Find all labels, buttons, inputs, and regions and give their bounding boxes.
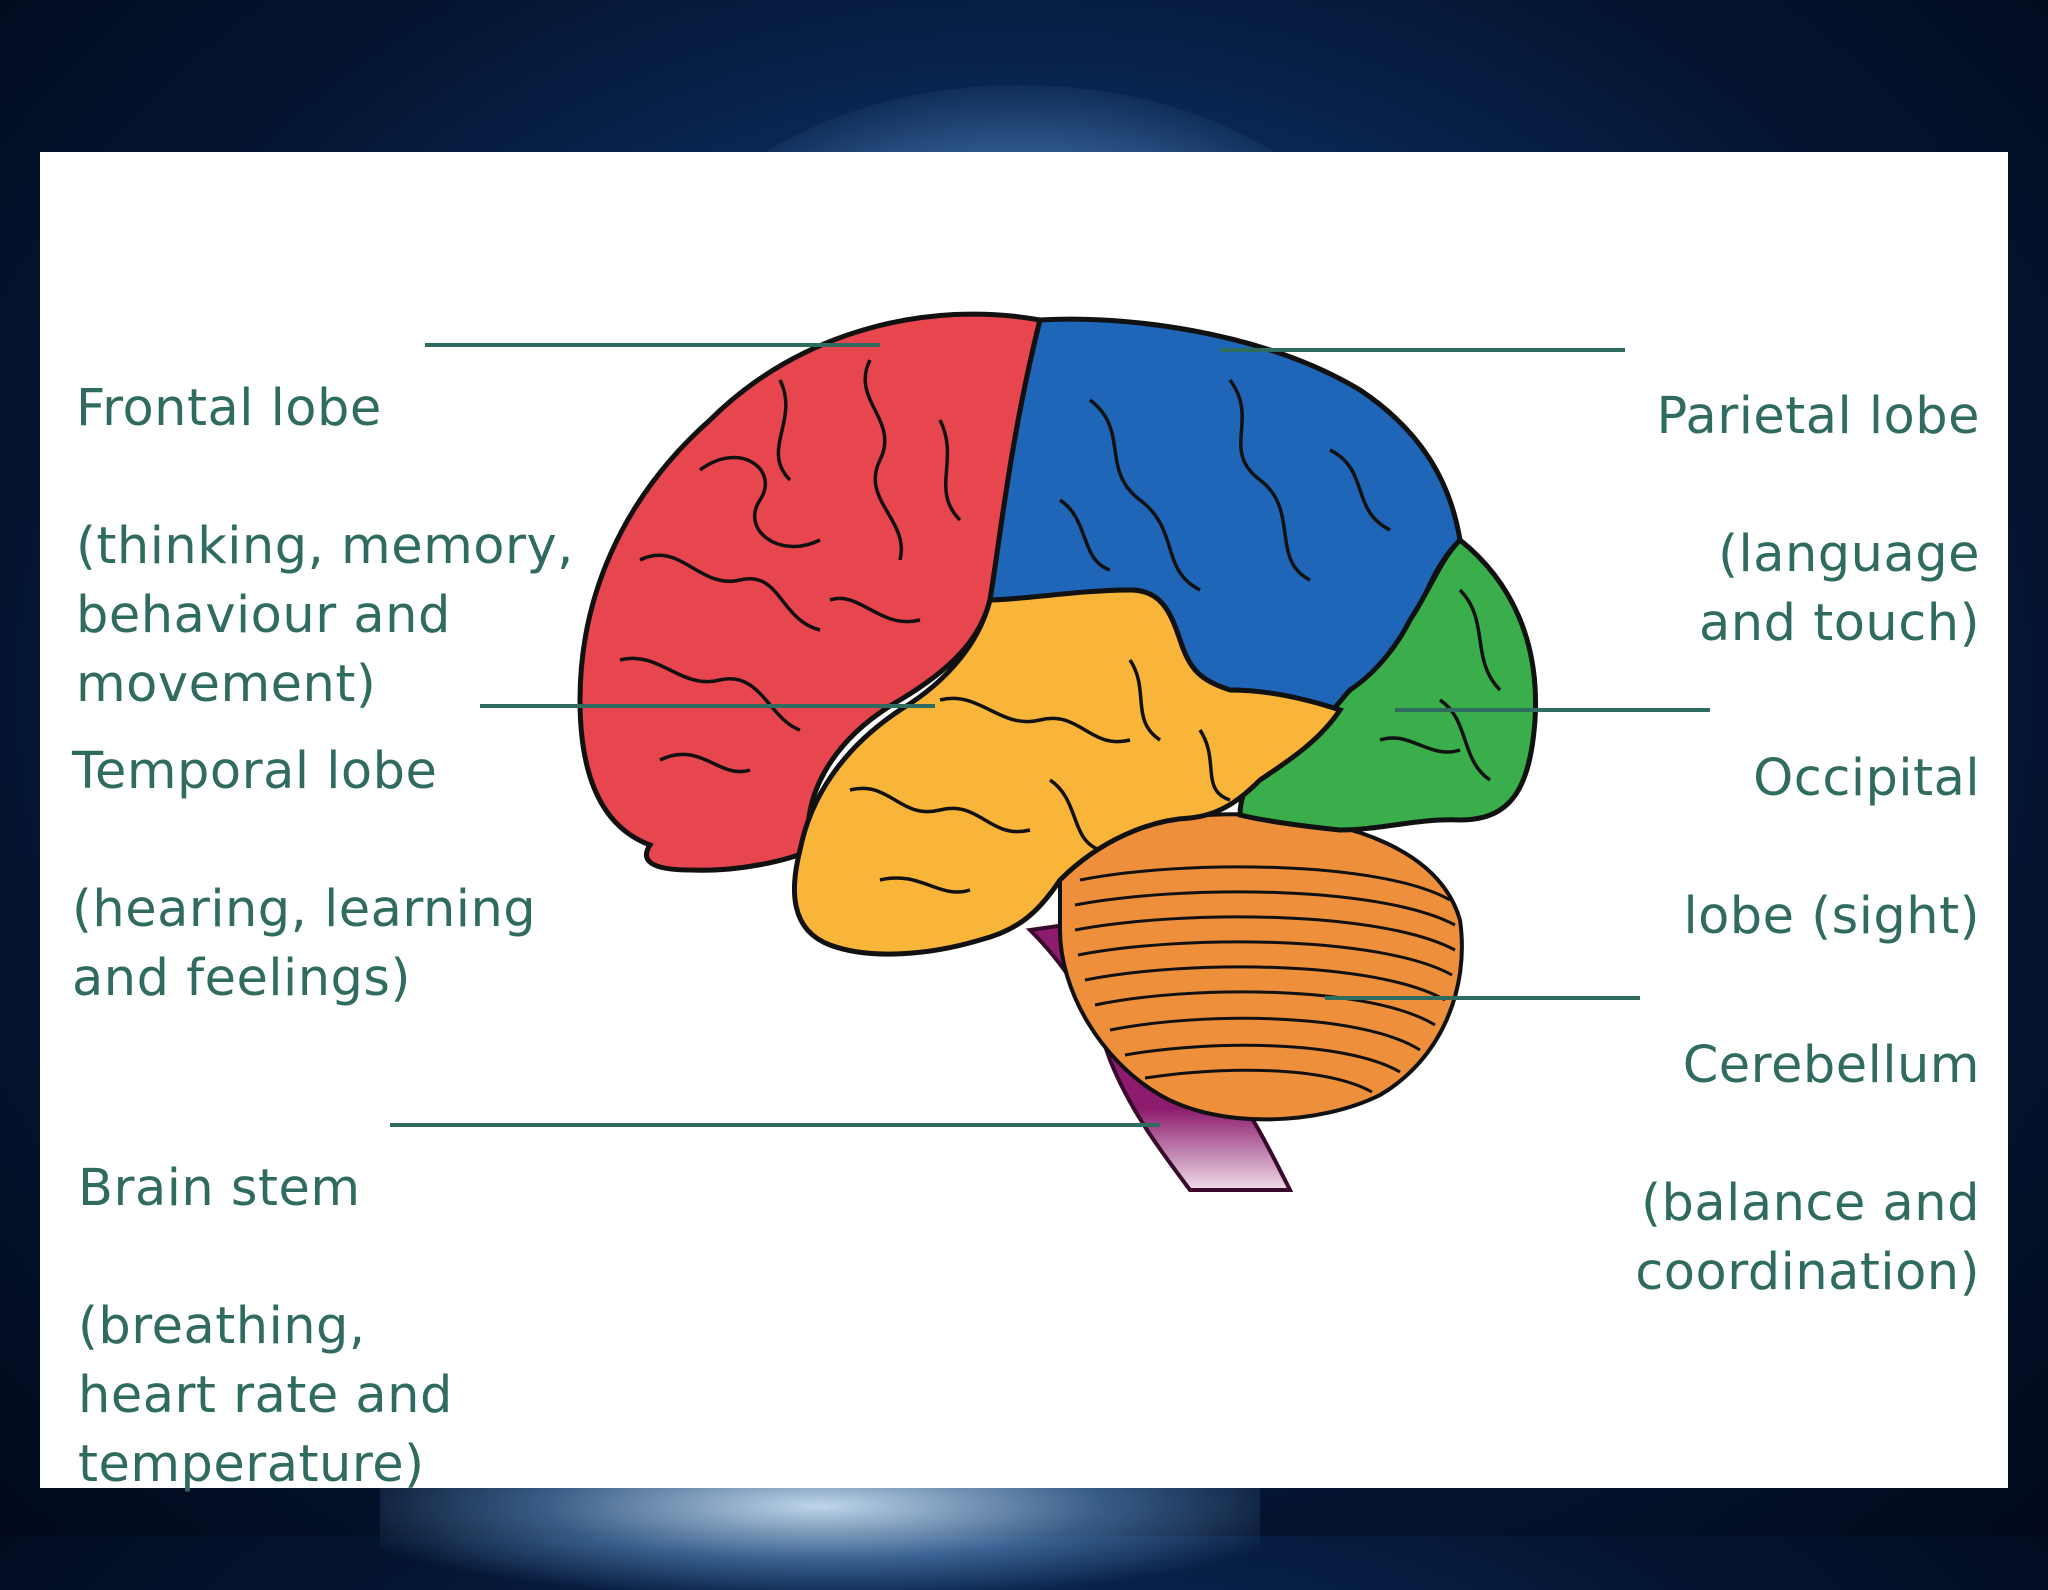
occipital-lobe-title: Occipital <box>1753 749 1980 808</box>
cerebellum-description: (balance and coordination) <box>1635 1174 1980 1302</box>
temporal-lobe-title: Temporal lobe <box>72 742 438 801</box>
occipital-lobe-label: Occipital lobe (sight) <box>1683 675 1980 1020</box>
temporal-lobe-region <box>791 587 1344 957</box>
cerebellum-title: Cerebellum <box>1682 1036 1980 1095</box>
frontal-lobe-description: (thinking, memory, behaviour and movemen… <box>76 517 574 714</box>
occipital-lobe-description: lobe (sight) <box>1683 887 1980 946</box>
cerebellum-label: Cerebellum (balance and coordination) <box>1635 962 1980 1376</box>
parietal-lobe-description: (language and touch) <box>1699 525 1980 653</box>
temporal-lobe-description: (hearing, learning and feelings) <box>72 880 537 1008</box>
parietal-lobe-title: Parietal lobe <box>1656 387 1980 446</box>
brain-stem-title: Brain stem <box>78 1159 361 1218</box>
brain-stem-description: (breathing, heart rate and temperature) <box>78 1297 453 1494</box>
leader-lines <box>390 343 1710 1127</box>
parietal-lobe-label: Parietal lobe (language and touch) <box>1657 313 1980 727</box>
brain-stem-label: Brain stem (breathing, heart rate and te… <box>78 1085 453 1568</box>
brain-diagram <box>390 311 1710 1192</box>
occipital-lobe-region <box>1237 536 1539 833</box>
frontal-lobe-title: Frontal lobe <box>76 379 382 438</box>
temporal-lobe-label: Temporal lobe (hearing, learning and fee… <box>72 668 536 1082</box>
cerebellum-region <box>1058 812 1464 1122</box>
frontal-lobe-label: Frontal lobe (thinking, memory, behaviou… <box>76 305 574 788</box>
